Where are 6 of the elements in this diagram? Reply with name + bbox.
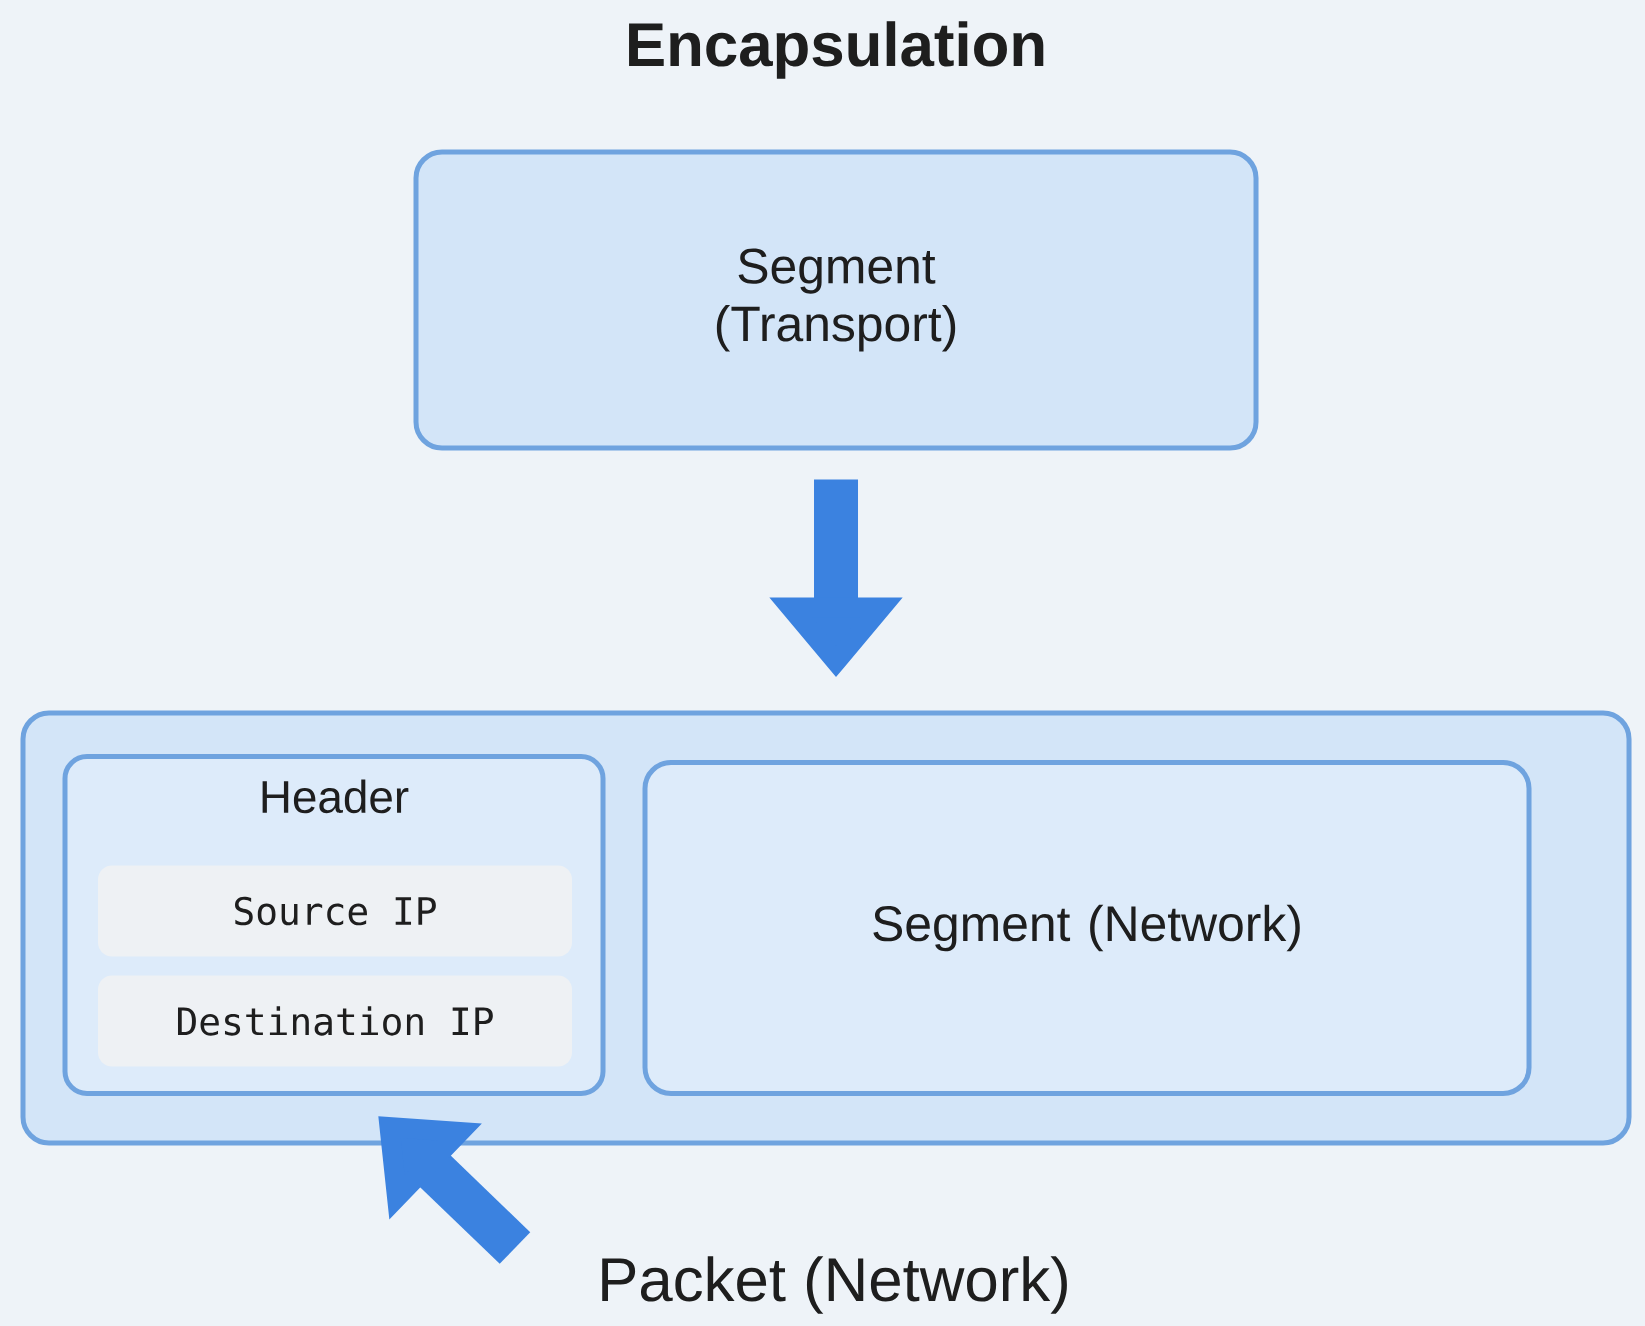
segment-box: Segment (Network) — [642, 760, 1532, 1096]
field-box: Source IP — [98, 865, 572, 957]
segment-box: Segment (Transport) — [413, 149, 1259, 451]
field-box: Destination IP — [98, 975, 572, 1067]
packet-label: Packet (Network) — [602, 1256, 1067, 1314]
title: Encapsulation — [629, 21, 1044, 79]
